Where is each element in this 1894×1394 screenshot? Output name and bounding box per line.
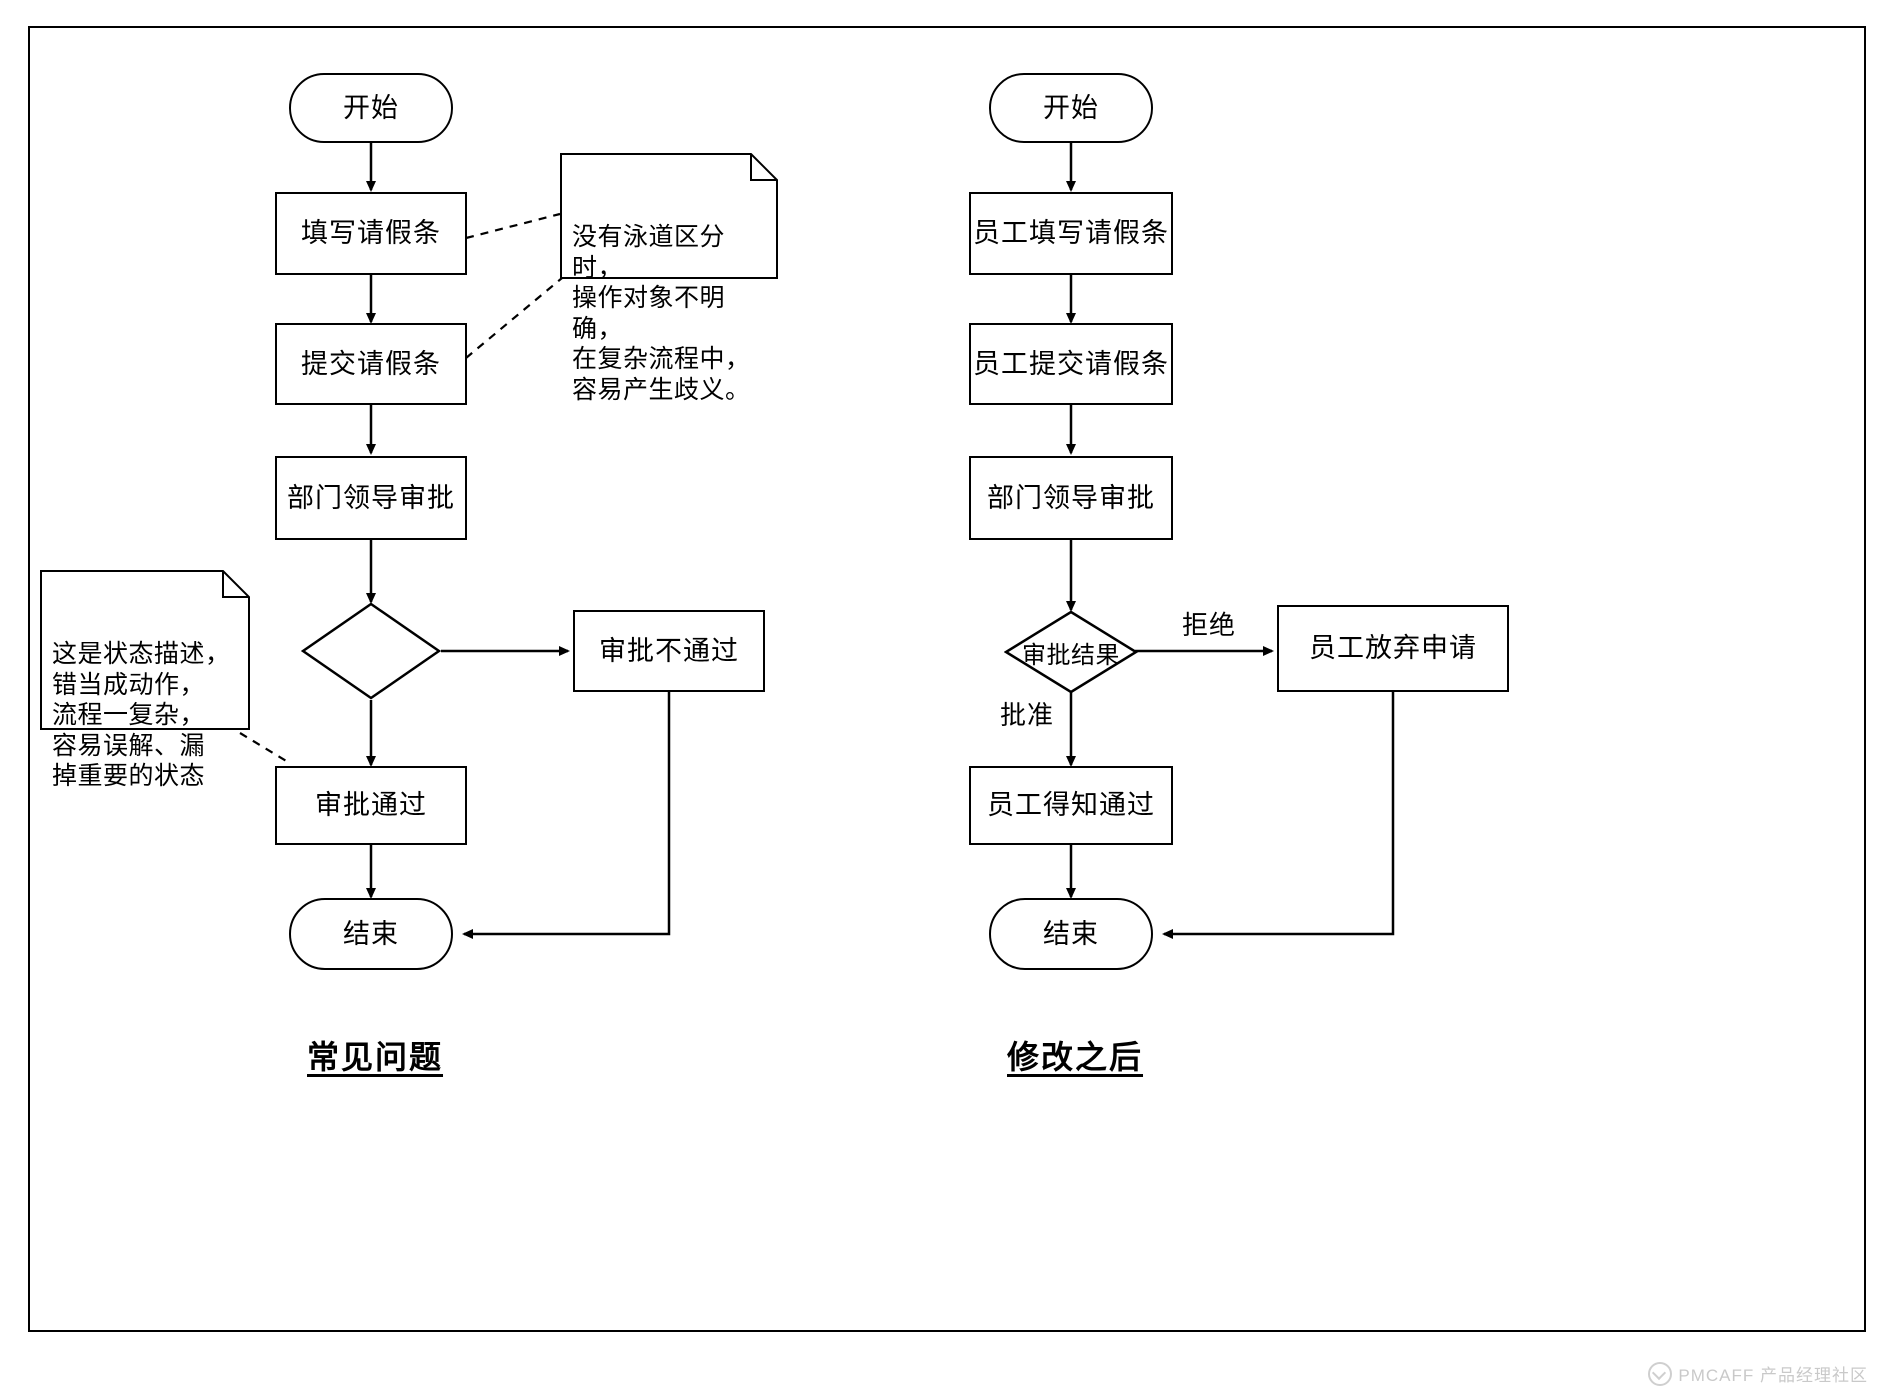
left-approve-node[interactable]: 审批通过	[275, 766, 467, 845]
left-decision-node[interactable]	[301, 602, 441, 700]
left-end-label: 结束	[343, 918, 399, 949]
left-reject-node[interactable]: 审批不通过	[573, 610, 765, 692]
left-start-node[interactable]: 开始	[289, 73, 453, 143]
note-swimlane-ambiguity[interactable]: 没有泳道区分时， 操作对象不明确， 在复杂流程中， 容易产生歧义。	[560, 153, 778, 404]
left-step2-label: 提交请假条	[301, 348, 441, 379]
right-reject-node[interactable]: 员工放弃申请	[1277, 605, 1509, 692]
watermark-text: PMCAFF 产品经理社区	[1678, 1366, 1868, 1385]
watermark-logo-icon	[1648, 1361, 1673, 1386]
note-swimlane-text: 没有泳道区分时， 操作对象不明确， 在复杂流程中， 容易产生歧义。	[572, 223, 751, 404]
right-edge-label-reject: 拒绝	[1182, 610, 1237, 640]
caption-left: 常见问题	[307, 1039, 444, 1075]
right-end-node[interactable]: 结束	[989, 898, 1153, 970]
right-end-label: 结束	[1043, 918, 1099, 949]
left-step1-label: 填写请假条	[301, 218, 441, 249]
right-decision-label: 审批结果	[1022, 641, 1120, 669]
caption-right: 修改之后	[1007, 1039, 1144, 1075]
right-decision-node[interactable]: 审批结果	[1004, 610, 1138, 694]
note-state-description[interactable]: 这是状态描述， 错当成动作， 流程一复杂， 容易误解、漏 掉重要的状态	[40, 570, 250, 790]
right-step2-node[interactable]: 员工提交请假条	[969, 323, 1173, 405]
left-reject-label: 审批不通过	[599, 635, 739, 666]
right-start-node[interactable]: 开始	[989, 73, 1153, 143]
right-approve-node[interactable]: 员工得知通过	[969, 766, 1173, 845]
left-start-label: 开始	[343, 92, 399, 123]
note-state-text: 这是状态描述， 错当成动作， 流程一复杂， 容易误解、漏 掉重要的状态	[52, 640, 231, 790]
left-approve-label: 审批通过	[315, 790, 427, 821]
right-step3-node[interactable]: 部门领导审批	[969, 456, 1173, 540]
left-step2-node[interactable]: 提交请假条	[275, 323, 467, 405]
right-edge-label-approve: 批准	[1000, 700, 1055, 730]
watermark: PMCAFF 产品经理社区	[1648, 1361, 1868, 1386]
note-shape-icon	[560, 153, 778, 279]
left-step3-label: 部门领导审批	[287, 482, 455, 513]
right-step1-node[interactable]: 员工填写请假条	[969, 192, 1173, 275]
left-step1-node[interactable]: 填写请假条	[275, 192, 467, 275]
right-decision-shape	[1004, 610, 1138, 694]
right-start-label: 开始	[1043, 92, 1099, 123]
right-step1-label: 员工填写请假条	[973, 218, 1169, 249]
right-step2-label: 员工提交请假条	[973, 348, 1169, 379]
right-approve-label: 员工得知通过	[987, 790, 1155, 821]
right-reject-label: 员工放弃申请	[1309, 633, 1477, 664]
left-end-node[interactable]: 结束	[289, 898, 453, 970]
right-step3-label: 部门领导审批	[987, 482, 1155, 513]
left-decision-shape	[301, 602, 441, 700]
left-step3-node[interactable]: 部门领导审批	[275, 456, 467, 540]
note-shape-icon-2	[40, 570, 250, 730]
